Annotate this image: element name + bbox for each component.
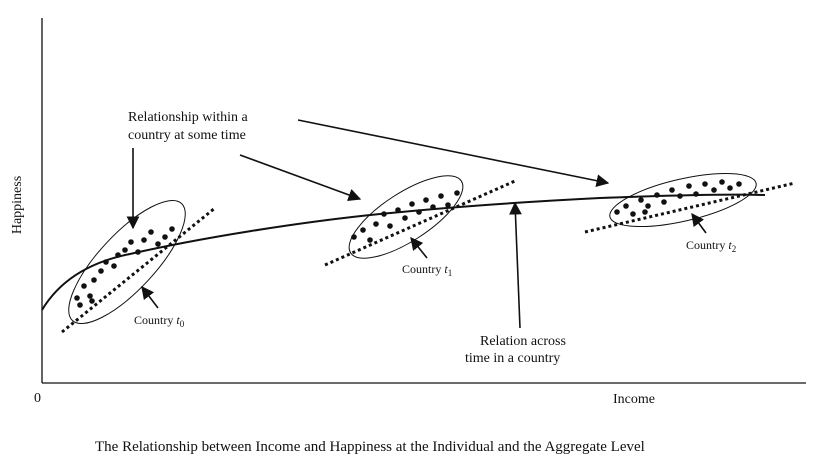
across-annotation-line2: time in a country [465, 351, 561, 366]
arrow-label-t1 [410, 237, 428, 259]
within-annotation-line2: country at some time [128, 128, 246, 143]
scatter-points-t0 [74, 226, 175, 308]
country-label-t2: Country t2 [686, 238, 737, 254]
origin-label: 0 [34, 391, 41, 406]
arrow-label-t2 [691, 212, 707, 234]
country-t1-cluster [324, 175, 516, 267]
country-label-t1: Country t1 [402, 262, 453, 278]
ellipse-t0 [68, 199, 186, 325]
arrow-across [509, 201, 522, 329]
x-axis-label: Income [613, 392, 655, 407]
figure-caption: The Relationship between Income and Happ… [95, 439, 645, 455]
arrow-to-t2 [297, 119, 610, 187]
country-t0-cluster [61, 199, 216, 334]
annotation-arrows [126, 119, 707, 329]
scatter-points-t2 [614, 179, 742, 217]
within-line-t1 [324, 179, 516, 267]
within-line-t2 [584, 181, 796, 234]
within-annotation-line1: Relationship within a [128, 110, 248, 125]
within-line-t0 [61, 206, 216, 334]
scatter-points-t1 [351, 190, 460, 243]
arrow-label-t0 [141, 285, 159, 309]
aggregate-curve [41, 193, 766, 311]
y-axis-label: Happiness [10, 175, 25, 235]
across-annotation-line1: Relation across [480, 334, 566, 349]
ellipse-t2 [609, 172, 757, 228]
arrow-to-t1 [239, 154, 362, 202]
country-t2-cluster [584, 172, 796, 234]
country-label-t0: Country t0 [134, 313, 185, 329]
